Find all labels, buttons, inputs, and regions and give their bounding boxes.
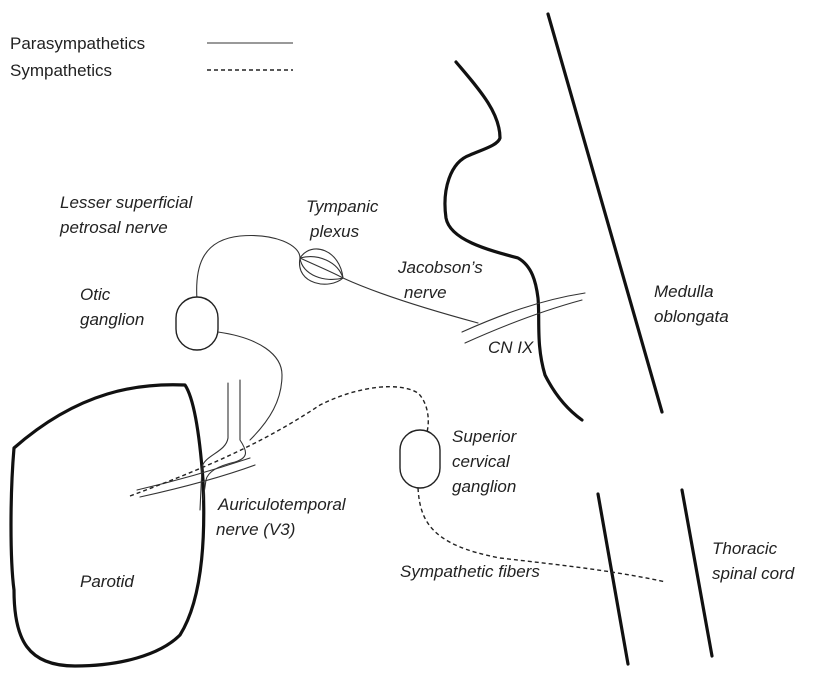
superior-cervical-ganglion [400, 430, 440, 488]
label-lesser-petrosal-line2: petrosal nerve [59, 218, 168, 237]
label-superior-cervical-line1: Superior [452, 427, 518, 446]
auriculotemporal-nerve-inner [203, 380, 245, 500]
spinal-cord-left-edge [598, 494, 628, 664]
label-medulla-line2: oblongata [654, 307, 729, 326]
label-superior-cervical-line3: ganglion [452, 477, 516, 496]
label-superior-cervical-line2: cervical [452, 452, 511, 471]
label-otic-line1: Otic [80, 285, 111, 304]
parotid-gland [11, 385, 204, 666]
lesser-petrosal-nerve-line [197, 236, 300, 300]
label-jacobson-line1: Jacobson’s [397, 258, 483, 277]
cn-ix-lower-line [465, 300, 582, 343]
label-medulla-line1: Medulla [654, 282, 714, 301]
label-sympathetic-fibers: Sympathetic fibers [400, 562, 540, 581]
medulla-edge [548, 14, 662, 412]
otic-ganglion [176, 297, 218, 350]
brainstem-outline [445, 62, 582, 420]
legend-sympathetics-label: Sympathetics [10, 61, 112, 80]
label-auriculotemporal-line2: nerve (V3) [216, 520, 295, 539]
label-auriculotemporal-line1: Auriculotemporal [217, 495, 347, 514]
tympanic-plexus [300, 249, 343, 284]
label-lesser-petrosal-line1: Lesser superficial [60, 193, 194, 212]
legend: Parasympathetics Sympathetics [10, 34, 293, 80]
label-tympanic-line1: Tympanic [306, 197, 379, 216]
spinal-cord-right-edge [682, 490, 712, 656]
sympathetic-path-to-parotid [130, 387, 428, 496]
label-tympanic-line2: plexus [309, 222, 360, 241]
label-otic-line2: ganglion [80, 310, 144, 329]
cn-ix-upper-line [462, 293, 585, 332]
label-jacobson-line2: nerve [404, 283, 447, 302]
label-thoracic-line2: spinal cord [712, 564, 795, 583]
label-cn-ix: CN IX [488, 338, 534, 357]
label-thoracic-line1: Thoracic [712, 539, 778, 558]
label-parotid: Parotid [80, 572, 134, 591]
legend-parasympathetics-label: Parasympathetics [10, 34, 145, 53]
